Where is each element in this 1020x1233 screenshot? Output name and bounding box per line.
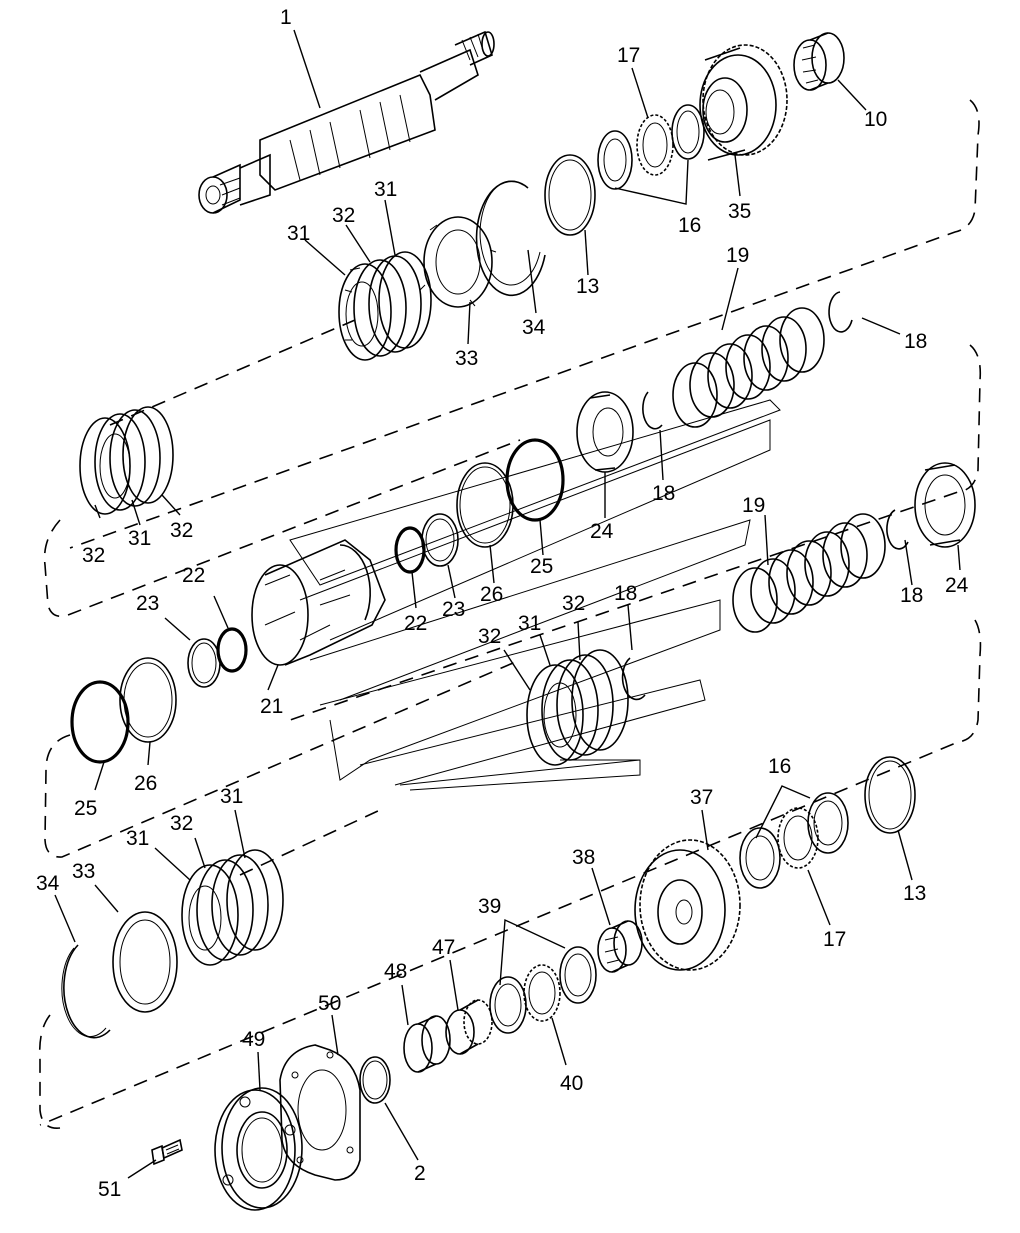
label-31: 31 bbox=[128, 527, 151, 550]
label-17: 17 bbox=[823, 928, 846, 951]
label-19: 19 bbox=[742, 494, 765, 517]
leader-lines bbox=[54, 29, 961, 1179]
clutch-pack-left bbox=[79, 406, 174, 515]
label-23: 23 bbox=[442, 598, 465, 621]
label-18: 18 bbox=[652, 482, 675, 505]
label-33: 33 bbox=[72, 860, 95, 883]
label-37: 37 bbox=[690, 786, 713, 809]
o-ring-part-2 bbox=[359, 1056, 391, 1104]
thrust-washers-top bbox=[597, 104, 705, 190]
label-21: 21 bbox=[260, 695, 283, 718]
label-31: 31 bbox=[220, 785, 243, 808]
label-31: 31 bbox=[518, 612, 541, 635]
label-50: 50 bbox=[318, 992, 341, 1015]
rings-22-23-left bbox=[187, 627, 248, 688]
washers-39-40 bbox=[489, 946, 597, 1034]
bearing-cone-part-47 bbox=[445, 999, 493, 1055]
snap-ring-part-34-top bbox=[475, 180, 546, 297]
label-26: 26 bbox=[480, 583, 503, 606]
label-17: 17 bbox=[617, 44, 640, 67]
label-35: 35 bbox=[728, 200, 751, 223]
clutch-pack-lower-left bbox=[181, 849, 284, 966]
pressure-plate-part-33-lower bbox=[112, 911, 178, 1013]
label-22: 22 bbox=[404, 612, 427, 635]
label-47: 47 bbox=[432, 936, 455, 959]
label-40: 40 bbox=[560, 1072, 583, 1095]
label-24: 24 bbox=[590, 520, 614, 543]
label-39: 39 bbox=[478, 895, 501, 918]
label-31: 31 bbox=[126, 827, 149, 850]
label-33: 33 bbox=[455, 347, 478, 370]
main-shaft-part-1 bbox=[198, 30, 495, 214]
label-34: 34 bbox=[522, 316, 546, 339]
label-18: 18 bbox=[904, 330, 927, 353]
label-31: 31 bbox=[374, 178, 397, 201]
label-18: 18 bbox=[614, 582, 637, 605]
label-51: 51 bbox=[98, 1178, 121, 1201]
label-19: 19 bbox=[726, 244, 749, 267]
label-32: 32 bbox=[562, 592, 585, 615]
callout-labels: 1 10 17 16 35 13 34 33 31 32 31 19 18 18… bbox=[36, 6, 969, 1201]
pressure-plate-part-33-top bbox=[419, 216, 497, 308]
label-18: 18 bbox=[900, 584, 923, 607]
label-25: 25 bbox=[74, 797, 97, 820]
bolt-part-51 bbox=[151, 1138, 183, 1166]
seal-rings-upper bbox=[394, 438, 565, 574]
cover-part-49 bbox=[214, 1087, 303, 1211]
label-13: 13 bbox=[576, 275, 599, 298]
label-13: 13 bbox=[903, 882, 926, 905]
needle-bearing-part-38 bbox=[597, 920, 643, 973]
label-49: 49 bbox=[242, 1028, 265, 1051]
label-32: 32 bbox=[332, 204, 355, 227]
snap-rings-part-18 bbox=[621, 291, 909, 701]
label-26: 26 bbox=[134, 772, 157, 795]
gear-part-35 bbox=[699, 44, 788, 161]
label-22: 22 bbox=[182, 564, 205, 587]
label-32: 32 bbox=[478, 625, 501, 648]
housing-ghost-outline bbox=[289, 399, 781, 791]
gasket-part-50 bbox=[279, 1044, 361, 1181]
label-1: 1 bbox=[280, 6, 292, 29]
gear-part-37 bbox=[634, 839, 741, 971]
label-24: 24 bbox=[945, 574, 969, 597]
piston-part-24-top bbox=[576, 391, 634, 473]
label-32: 32 bbox=[170, 812, 193, 835]
snap-ring-part-34-lower bbox=[61, 944, 111, 1039]
thrust-washers-lower bbox=[739, 792, 849, 889]
snap-ring-part-13-lower bbox=[864, 756, 916, 834]
spring-part-19-top bbox=[672, 307, 825, 428]
clutch-pack-top bbox=[338, 251, 432, 361]
snap-ring-part-13-top bbox=[544, 154, 596, 236]
assembly-guide-lines bbox=[38, 99, 982, 1129]
label-32: 32 bbox=[170, 519, 193, 542]
label-25: 25 bbox=[530, 555, 553, 578]
label-32: 32 bbox=[82, 544, 105, 567]
label-16: 16 bbox=[678, 214, 701, 237]
label-31: 31 bbox=[287, 222, 310, 245]
label-2: 2 bbox=[414, 1162, 426, 1185]
label-48: 48 bbox=[384, 960, 407, 983]
spring-part-19-lower bbox=[732, 513, 886, 633]
clutch-pack-center bbox=[526, 649, 629, 766]
needle-bearing-part-10 bbox=[793, 32, 845, 91]
bearing-cup-part-48 bbox=[403, 1015, 451, 1073]
label-16: 16 bbox=[768, 755, 791, 778]
label-23: 23 bbox=[136, 592, 159, 615]
label-10: 10 bbox=[864, 108, 887, 131]
clutch-drum-part-21 bbox=[251, 539, 386, 666]
piston-part-24-right bbox=[914, 462, 976, 548]
seal-rings-lower-left bbox=[70, 657, 177, 764]
label-34: 34 bbox=[36, 872, 60, 895]
label-38: 38 bbox=[572, 846, 595, 869]
